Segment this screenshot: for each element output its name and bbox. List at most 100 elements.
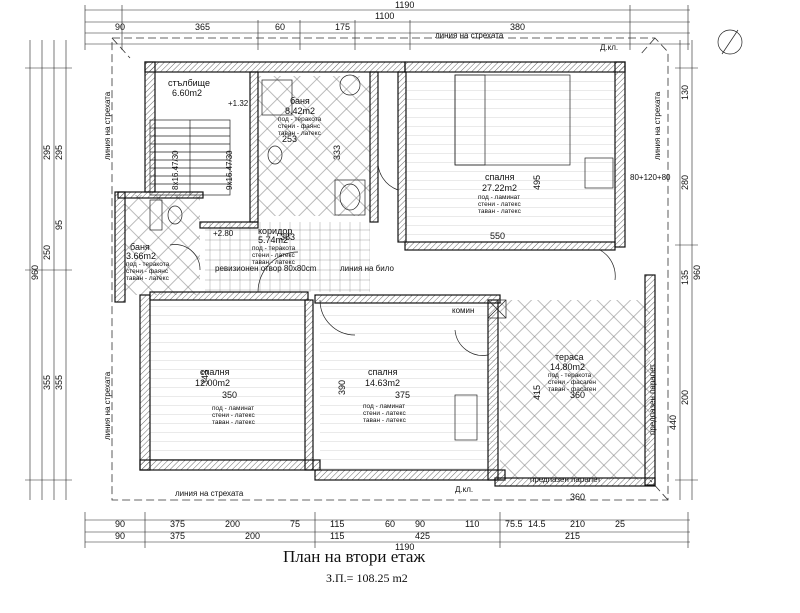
room-bath1-fin1: под - теракота bbox=[278, 116, 322, 123]
dim-right-2: 130 bbox=[680, 85, 690, 100]
inner-dim-343: 343 bbox=[200, 370, 210, 385]
dim-left-5: 295 bbox=[54, 145, 64, 160]
dim-bottom-overall: 1190 bbox=[395, 542, 414, 552]
walls bbox=[114, 61, 656, 487]
room-corridor-fin1: под - теракота bbox=[252, 245, 296, 252]
dkl-label-2: Д.кл. bbox=[455, 485, 473, 494]
dim-bottom-r2-4: 115 bbox=[330, 531, 344, 541]
room-bed2-name: спалня bbox=[200, 367, 230, 377]
stair-spec-label: 9x16.47/30 bbox=[225, 150, 234, 190]
dim-bottom-1: 90 bbox=[115, 519, 125, 529]
inner-dim-360: 360 bbox=[570, 390, 585, 400]
room-bed2-area: 12.00m2 bbox=[195, 378, 230, 388]
dim-top-overall: 1190 bbox=[395, 0, 414, 10]
room-bed3-name: спалня bbox=[368, 367, 398, 377]
dim-top-1: 90 bbox=[115, 22, 125, 32]
dim-bottom-5: 115 bbox=[330, 519, 344, 529]
stair bbox=[149, 119, 231, 196]
dkl-label: Д.кл. bbox=[600, 43, 618, 52]
room-bath1-name: баня bbox=[290, 96, 310, 106]
inner-dims: 253 333 383 550 495 390 343 350 375 415 … bbox=[200, 134, 585, 502]
dim-left-7: 95 bbox=[54, 220, 64, 230]
room-bath2-area: 3.66m2 bbox=[126, 251, 156, 261]
inner-dim-360b: 360 bbox=[570, 492, 585, 502]
stair-spec-label-2: 8x16.47/30 bbox=[171, 150, 180, 190]
dim-right-4: 135 bbox=[680, 270, 690, 285]
dim-bottom-7: 90 bbox=[415, 519, 425, 529]
dim-lines-bottom bbox=[84, 512, 690, 548]
room-terrace-name: тераса bbox=[555, 352, 584, 362]
attic-label: линия на било bbox=[340, 264, 394, 273]
dim-lines-left bbox=[25, 40, 72, 500]
dim-top-5: 380 bbox=[510, 22, 525, 32]
dim-bottom-3: 200 bbox=[225, 519, 240, 529]
dim-bottom-4: 75 bbox=[290, 519, 300, 529]
room-stair-area: 6.60m2 bbox=[172, 88, 202, 98]
room-bed1-fin1: под - ламинат bbox=[478, 194, 520, 201]
dim-bottom-12: 25 bbox=[615, 519, 625, 529]
inner-dim-253: 253 bbox=[282, 134, 297, 144]
room-labels: стълбище 6.60m2 баня 8.42m2 под - терако… bbox=[126, 78, 597, 426]
plan-title: План на втори етаж bbox=[283, 547, 425, 566]
dim-right-5: 200 bbox=[680, 390, 690, 405]
chimney-label: комин bbox=[452, 306, 474, 315]
doors bbox=[169, 159, 616, 356]
room-terrace-area: 14.80m2 bbox=[550, 362, 585, 372]
room-stair-name: стълбище bbox=[168, 78, 210, 88]
dim-left-4: 295 bbox=[42, 145, 52, 160]
room-bath2-fin2: стени - фаянс bbox=[126, 268, 169, 275]
dim-lines-right bbox=[675, 40, 698, 500]
misc-labels: линия на стрехата линия на стрехата лини… bbox=[103, 31, 671, 498]
parapet-label: предпазен парапет bbox=[530, 475, 601, 484]
dim-top-4: 175 bbox=[335, 22, 350, 32]
eaves-label-left2: линия на стрехата bbox=[103, 371, 112, 440]
dim-top-3: 60 bbox=[275, 22, 285, 32]
room-bed2-fin3: таван - латекс bbox=[212, 419, 256, 426]
room-bath2-name: баня bbox=[130, 242, 150, 252]
room-bed2-fin2: стени - латекс bbox=[212, 412, 255, 419]
room-corridor-fin3: таван - латекс bbox=[252, 259, 296, 266]
room-bath2-fin1: под - теракота bbox=[126, 261, 170, 268]
room-bath1-area: 8.42m2 bbox=[285, 106, 315, 116]
room-bath1-fin2: стени - фаянс bbox=[278, 123, 321, 130]
room-corridor-fin2: стени - латекс bbox=[252, 252, 295, 259]
dim-right-overall: 960 bbox=[692, 265, 702, 280]
inner-dim-550: 550 bbox=[490, 231, 505, 241]
dim-left-2: 355 bbox=[42, 375, 52, 390]
room-bed1-name: спалня bbox=[485, 172, 515, 182]
room-terrace-fin3: таван - фасаген bbox=[548, 386, 597, 393]
dim-bottom-r2-1: 90 bbox=[115, 531, 125, 541]
dim-right-6: 440 bbox=[668, 415, 678, 430]
room-bath1-fin3: таван - латекс bbox=[278, 130, 322, 137]
dim-bottom-10: 14.5 bbox=[528, 519, 546, 529]
room-bed3-area: 14.63m2 bbox=[365, 378, 400, 388]
eaves-label-bottom: линия на стрехата bbox=[175, 489, 244, 498]
room-bed1-area: 27.22m2 bbox=[482, 183, 517, 193]
inner-dim-415: 415 bbox=[532, 385, 542, 400]
eaves-label-top: линия на стрехата bbox=[435, 31, 504, 40]
dim-inner-window: 80+120+80 bbox=[630, 173, 671, 182]
floor-finishes bbox=[125, 73, 650, 480]
room-corridor-name: коридор bbox=[258, 226, 292, 236]
dim-bottom-r2-3: 200 bbox=[245, 531, 260, 541]
dim-bottom-r2-5: 425 bbox=[415, 531, 430, 541]
inner-dim-333: 333 bbox=[332, 145, 342, 160]
room-terrace-fin1: под - теракота bbox=[548, 372, 592, 379]
dim-left-3: 355 bbox=[54, 375, 64, 390]
room-bed3-fin1: под - ламинат bbox=[363, 403, 405, 410]
inner-dim-375: 375 bbox=[395, 390, 410, 400]
dim-bottom-11: 210 bbox=[570, 519, 585, 529]
eaves-outline bbox=[111, 37, 669, 501]
plan-area: З.П.= 108.25 m2 bbox=[326, 571, 408, 585]
dim-right-1: 280 bbox=[680, 175, 690, 190]
inner-dim-390: 390 bbox=[337, 380, 347, 395]
revision-label: ревизионен отвор 80х80cm bbox=[215, 264, 317, 273]
dim-lines-top bbox=[84, 5, 690, 50]
room-bed1-fin3: таван - латекс bbox=[478, 208, 522, 215]
inner-dim-383: 383 bbox=[280, 232, 295, 242]
room-bath2-fin3: таван - латекс bbox=[126, 275, 170, 282]
inner-dim-350: 350 bbox=[222, 390, 237, 400]
dim-bottom-2: 375 bbox=[170, 519, 185, 529]
dim-bottom-6: 60 bbox=[385, 519, 395, 529]
